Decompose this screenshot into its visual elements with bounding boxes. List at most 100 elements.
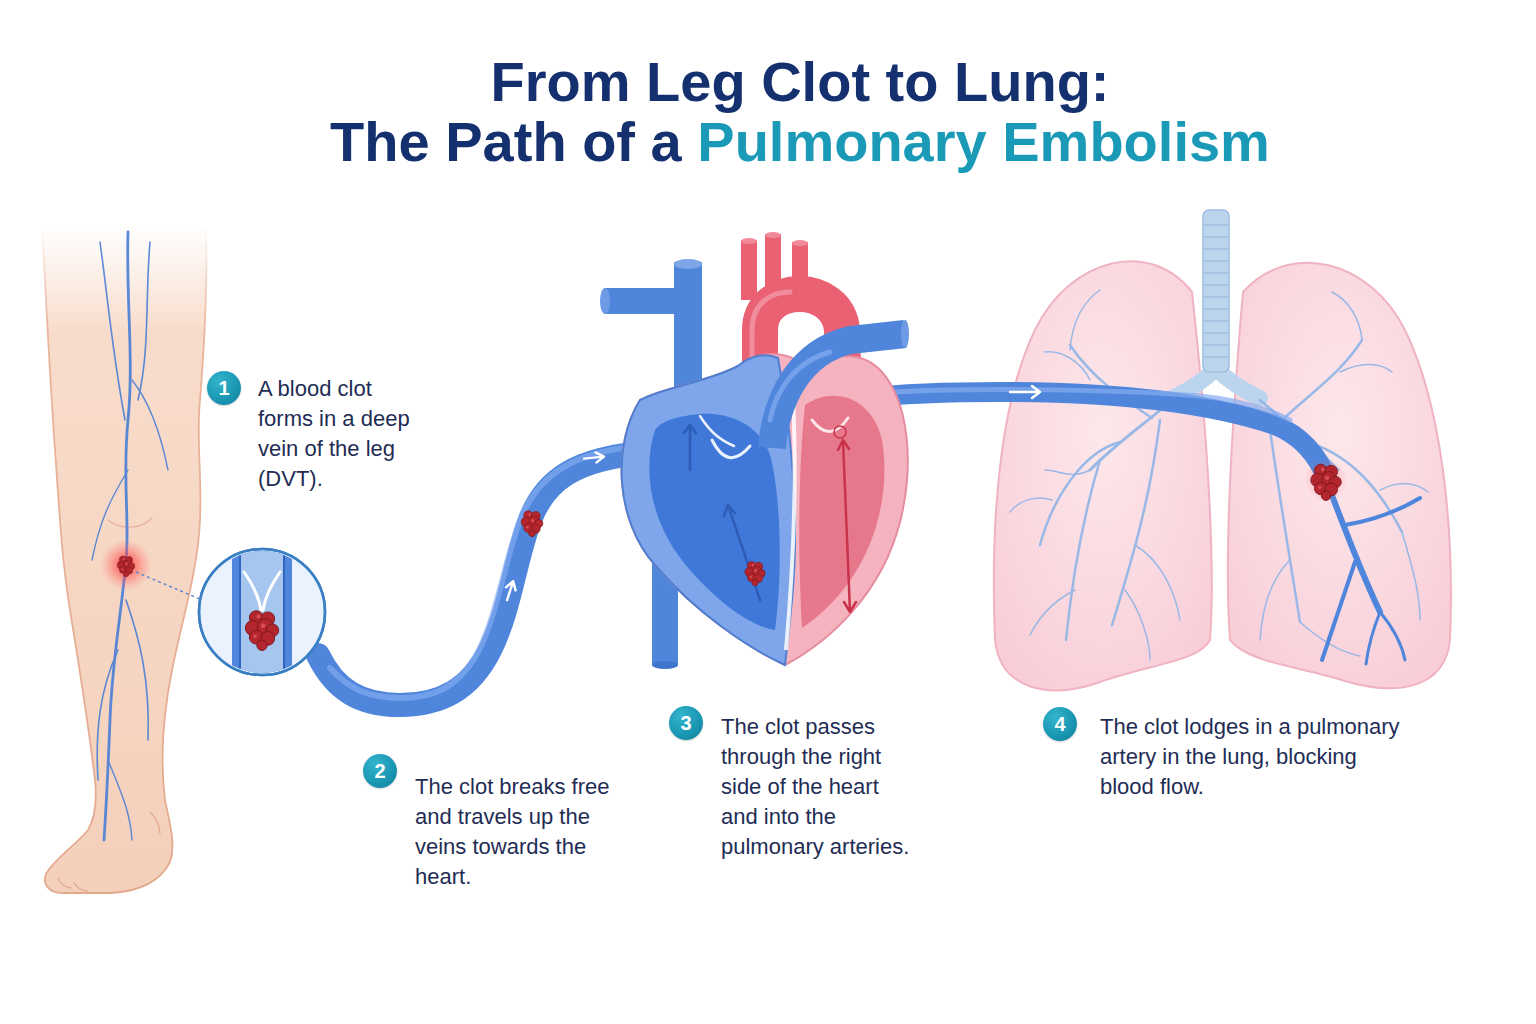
callout-number: 1 [218, 378, 229, 398]
step-marker: 3The clot passes through the right side … [669, 706, 703, 740]
bronchial-tree [1270, 430, 1300, 622]
leg-veins [100, 242, 125, 420]
aorta [741, 238, 757, 244]
step-description: The clot breaks free and travels up the … [415, 772, 613, 892]
callout-number: 3 [680, 713, 691, 733]
bronchial-tree [1066, 460, 1100, 640]
heart [622, 354, 908, 665]
bronchial-tree [1260, 560, 1290, 640]
vein-tube [318, 452, 650, 705]
vena-cava [674, 259, 702, 269]
magnifier [232, 540, 292, 690]
aorta [792, 240, 808, 246]
bronchial-tree [1040, 442, 1120, 545]
pulmonary-trunk [770, 320, 909, 448]
bronchial-tree [1112, 420, 1160, 625]
step-description: The clot passes through the right side o… [721, 712, 919, 862]
magnifier [199, 540, 325, 690]
vein-tube [502, 580, 518, 602]
trachea [1204, 225, 1228, 357]
callout-number: 4 [1054, 714, 1065, 734]
leg [58, 878, 88, 891]
magnifier [244, 572, 280, 610]
leg-veins [132, 380, 168, 470]
pulmonary-trunk [901, 320, 909, 348]
title-word: Path [445, 110, 566, 173]
lungs [1228, 263, 1451, 689]
blood-clot [745, 562, 765, 586]
heart [700, 416, 734, 446]
magnifier [240, 540, 284, 690]
bronchial-tree [1380, 483, 1428, 492]
magnifier [232, 540, 292, 690]
title-word: of [582, 110, 635, 173]
leg-veins [138, 242, 150, 400]
vein-tube [318, 447, 650, 705]
pulmonary-artery [860, 386, 1420, 664]
blood-clot [521, 511, 543, 537]
vena-cava [652, 661, 678, 669]
title-word: to [886, 50, 939, 113]
title-word: From [490, 50, 630, 113]
title-word: a [651, 110, 682, 173]
bronchial-tree [1070, 290, 1100, 350]
bronchial-tree [1135, 545, 1180, 620]
blood-clot [117, 556, 134, 577]
step-description: A blood clot forms in a deep vein of the… [258, 374, 423, 494]
leg [42, 225, 207, 893]
pulmonary-trunk [770, 352, 830, 420]
bronchial-tree [1045, 352, 1090, 380]
magnifier [245, 611, 278, 651]
leg [42, 225, 207, 893]
bronchial-tree [1340, 365, 1392, 373]
bronchial-tree [1125, 590, 1150, 660]
step-marker: 1A blood clot forms in a deep vein of th… [207, 371, 241, 405]
leg-veins [104, 232, 130, 840]
leg-veins [126, 600, 148, 740]
heart [622, 354, 908, 665]
clot-glow [1304, 458, 1348, 502]
aorta [765, 232, 781, 238]
leg-veins [108, 760, 132, 840]
title-word: Pulmonary [697, 110, 986, 173]
leg [150, 812, 160, 834]
vein-tube [330, 447, 630, 698]
step-marker: 2The clot breaks free and travels up the… [363, 754, 397, 788]
bronchial-tree [1045, 470, 1090, 474]
pulmonary-artery [1366, 612, 1380, 664]
pulmonary-trunk [772, 334, 905, 448]
title-word: Clot [761, 50, 870, 113]
heart [684, 425, 696, 470]
title-word: The [330, 110, 430, 173]
bronchial-tree [1010, 290, 1428, 660]
pulmonary-artery [1322, 562, 1355, 660]
pulmonary-artery [1010, 386, 1040, 398]
bronchial-tree [1030, 590, 1075, 635]
lungs [994, 261, 1212, 690]
heart [834, 426, 846, 438]
step-description: The clot lodges in a pulmonary artery in… [1100, 712, 1410, 802]
aorta [741, 240, 757, 300]
callout-number: 2 [374, 761, 385, 781]
vena-cava [600, 288, 610, 314]
pulmonary-artery [1380, 612, 1405, 660]
trachea [1203, 210, 1229, 372]
pulmonary-artery [1330, 490, 1380, 612]
bronchial-tree [1282, 340, 1362, 420]
diagram-title: From Leg Clot to Lung: The Path of a Pul… [300, 52, 1300, 172]
magnifier [199, 549, 325, 675]
heart [812, 418, 848, 432]
leg [42, 225, 207, 893]
bronchial-tree [1402, 532, 1420, 620]
trachea [1172, 210, 1260, 398]
clot-glow [100, 539, 152, 591]
pulmonary-artery [1345, 498, 1420, 525]
heart [838, 440, 856, 612]
heart [799, 396, 884, 628]
leg-veins [92, 232, 168, 840]
heart [712, 440, 750, 458]
magnifier [240, 540, 284, 690]
magnifier-leader [136, 572, 202, 600]
title-word: Embolism [1002, 110, 1270, 173]
